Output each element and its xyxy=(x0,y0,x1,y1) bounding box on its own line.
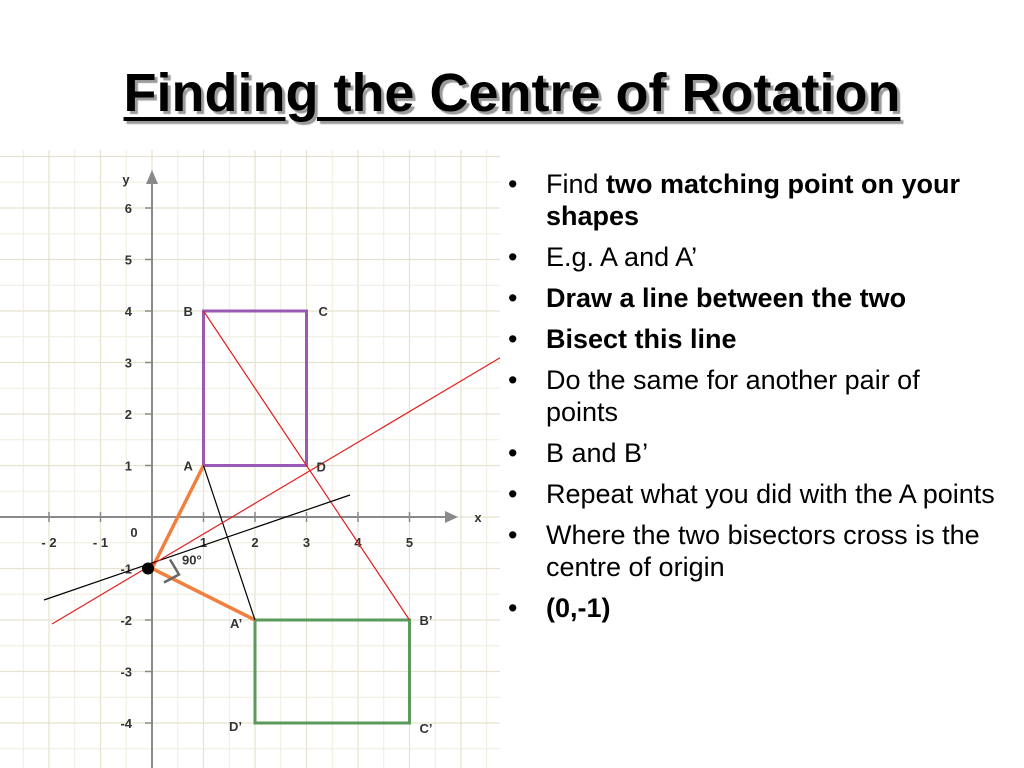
point-label: A’ xyxy=(230,616,242,631)
point-label: D’ xyxy=(229,719,242,734)
point-label: C’ xyxy=(420,721,433,736)
x-tick-label: 5 xyxy=(406,535,413,550)
y-tick-label: -1 xyxy=(120,562,132,577)
x-tick-label: 1 xyxy=(200,535,207,550)
bullet-item: Repeat what you did with the A points xyxy=(508,478,998,510)
y-tick-label: -2 xyxy=(120,613,132,628)
y-tick-label: 1 xyxy=(125,459,132,474)
x-axis-label: x xyxy=(474,510,482,525)
point-label: B’ xyxy=(420,613,433,628)
bullet-item: Draw a line between the two xyxy=(508,282,998,314)
y-tick-label: -3 xyxy=(120,665,132,680)
bullet-text: Find xyxy=(546,169,607,199)
x-axis-arrow xyxy=(445,511,458,523)
right-angle-marker xyxy=(163,558,181,584)
bullet-item: Bisect this line xyxy=(508,323,998,355)
coordinate-graph: - 2- 1012345654321-1-2-3-4xy 90° ABCDA’B… xyxy=(0,150,500,768)
construction-lines xyxy=(43,310,500,625)
y-tick-label: 4 xyxy=(125,304,133,319)
y-tick-label: 6 xyxy=(125,201,132,216)
segment-a-a-prime xyxy=(202,465,256,621)
y-tick-label: -4 xyxy=(120,716,132,731)
y-tick-label: 3 xyxy=(125,356,132,371)
bullet-item: Find two matching point on your shapes xyxy=(508,168,998,232)
bullet-bold-text: two matching point on your shapes xyxy=(546,169,960,231)
bullet-text: Repeat what you did with the A points xyxy=(546,479,995,509)
bullet-text: B and B’ xyxy=(546,438,649,468)
bullet-text: Do the same for another pair of points xyxy=(546,365,920,427)
tick-labels: - 2- 1012345654321-1-2-3-4xy xyxy=(41,172,482,731)
x-tick-label: - 2 xyxy=(41,535,56,550)
y-tick-label: 2 xyxy=(125,407,132,422)
bisector-a-a-prime xyxy=(43,494,351,601)
rectangle-abcd xyxy=(202,309,308,467)
y-tick-label: 5 xyxy=(125,253,132,268)
bullet-item: Where the two bisectors cross is the cen… xyxy=(508,519,998,583)
grid-lines xyxy=(0,150,500,768)
x-tick-label: 2 xyxy=(251,535,258,550)
bullet-bold-text: (0,-1) xyxy=(546,593,611,623)
bisector-b-b-prime xyxy=(51,357,500,625)
centre-of-rotation-point xyxy=(142,562,154,575)
point-label: B xyxy=(184,304,193,319)
y-axis-arrow xyxy=(146,170,158,184)
bullet-bold-text: Draw a line between the two xyxy=(546,283,907,313)
rectangle-a-b-c-d-prime xyxy=(253,618,411,725)
angle-label: 90° xyxy=(182,553,202,568)
x-tick-label: 3 xyxy=(303,535,310,550)
bullet-text: Where the two bisectors cross is the cen… xyxy=(546,520,980,582)
instruction-list: Find two matching point on your shapesE.… xyxy=(508,168,998,633)
point-label: A xyxy=(184,459,194,474)
bullet-bold-text: Bisect this line xyxy=(546,324,737,354)
segment-b-b-prime xyxy=(203,310,410,621)
x-tick-label: - 1 xyxy=(93,535,108,550)
bullet-item: (0,-1) xyxy=(508,592,998,624)
bullet-text: E.g. A and A’ xyxy=(546,242,698,272)
bullet-item: B and B’ xyxy=(508,437,998,469)
slide-title: Finding the Centre of Rotation xyxy=(123,63,901,123)
bullet-item: E.g. A and A’ xyxy=(508,241,998,273)
point-label: D xyxy=(317,460,326,475)
point-labels: A B C D A’ B’ C’ D’ xyxy=(184,304,433,736)
x-tick-label: 0 xyxy=(130,525,137,540)
y-axis-label: y xyxy=(122,172,130,187)
point-label: C xyxy=(319,304,329,319)
bullet-item: Do the same for another pair of points xyxy=(508,364,998,428)
